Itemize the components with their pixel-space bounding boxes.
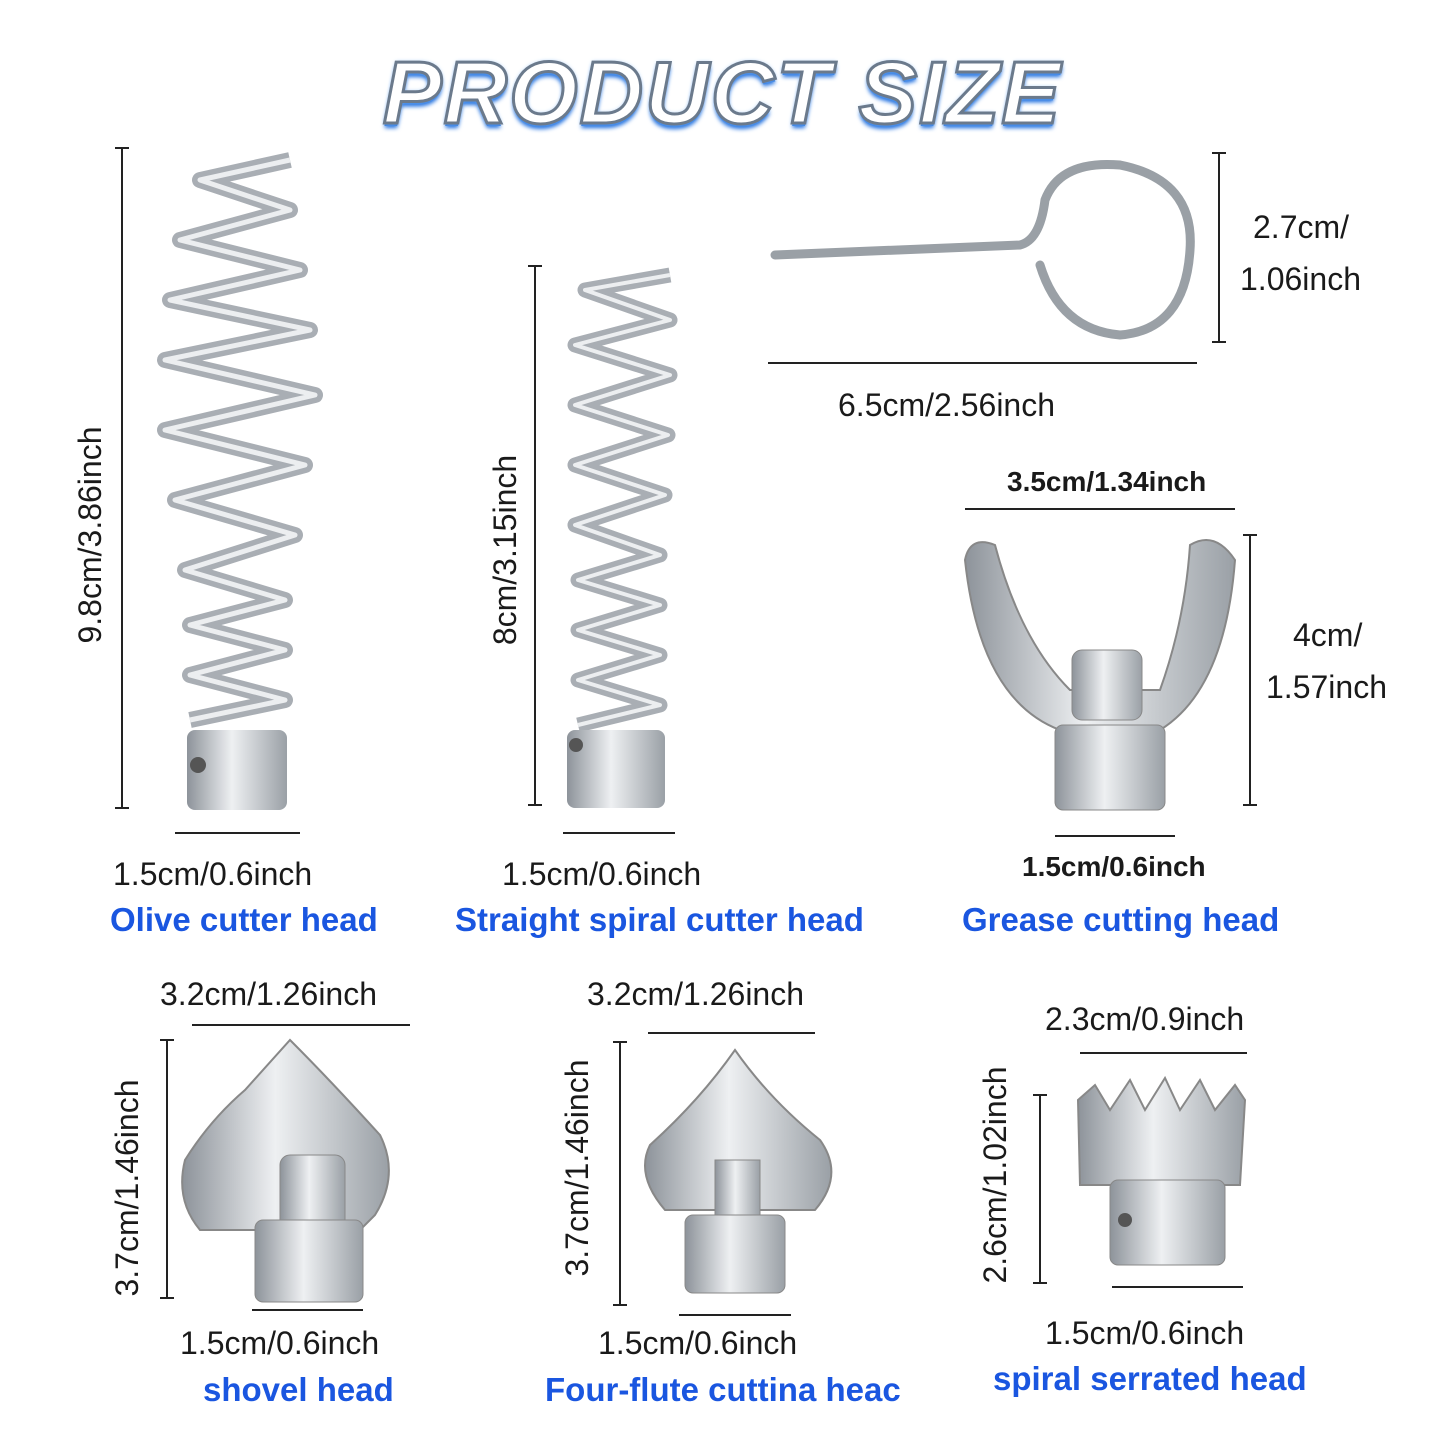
olive-height-label: 9.8cm/3.86inch (72, 426, 108, 644)
serrated-height-label: 2.6cm/1.02inch (977, 1066, 1013, 1284)
straight-height-label: 8cm/3.15inch (487, 454, 523, 646)
olive-cutter-head-image (157, 152, 323, 810)
grease-width-label: 1.5cm/0.6inch (1022, 851, 1206, 882)
pin-width-label: 6.5cm/2.56inch (838, 387, 1056, 423)
pin-height-label-2: 1.06inch (1240, 261, 1361, 297)
serrated-top-width-label: 2.3cm/0.9inch (1045, 1001, 1245, 1037)
shovel-top-width-label: 3.2cm/1.26inch (160, 976, 378, 1012)
serrated-width-label: 1.5cm/0.6inch (1045, 1315, 1245, 1351)
straight-width-label: 1.5cm/0.6inch (502, 856, 702, 892)
olive-name-label: Olive cutter head (110, 901, 378, 938)
dimension-lines (115, 147, 1257, 1316)
grease-height-label-1: 4cm/ (1293, 617, 1363, 653)
fourflute-width-label: 1.5cm/0.6inch (598, 1325, 798, 1361)
grease-height-label-2: 1.57inch (1266, 669, 1387, 705)
fourflute-name-label: Four-flute cuttina heac (545, 1371, 901, 1408)
pin-height-label-1: 2.7cm/ (1253, 209, 1350, 245)
shovel-head-image (181, 1038, 390, 1303)
shovel-name-label: shovel head (203, 1371, 394, 1408)
spiral-serrated-head-image (1076, 1075, 1247, 1266)
shovel-height-label: 3.7cm/1.46inch (109, 1079, 145, 1297)
grease-cutting-head-image (963, 539, 1237, 811)
straight-name-label: Straight spiral cutter head (455, 901, 864, 938)
serrated-name-label: spiral serrated head (993, 1360, 1307, 1397)
grease-name-label: Grease cutting head (962, 901, 1280, 938)
fourflute-height-label: 3.7cm/1.46inch (559, 1059, 595, 1277)
olive-width-label: 1.5cm/0.6inch (113, 856, 313, 892)
straight-spiral-cutter-head-image (567, 267, 678, 808)
page-title: PRODUCT SIZE (381, 42, 1063, 144)
four-flute-cutting-head-image (644, 1048, 833, 1294)
pin-key-image (770, 159, 1195, 340)
shovel-width-label: 1.5cm/0.6inch (180, 1325, 380, 1361)
fourflute-top-width-label: 3.2cm/1.26inch (587, 976, 805, 1012)
grease-top-width-label: 3.5cm/1.34inch (1007, 466, 1207, 497)
